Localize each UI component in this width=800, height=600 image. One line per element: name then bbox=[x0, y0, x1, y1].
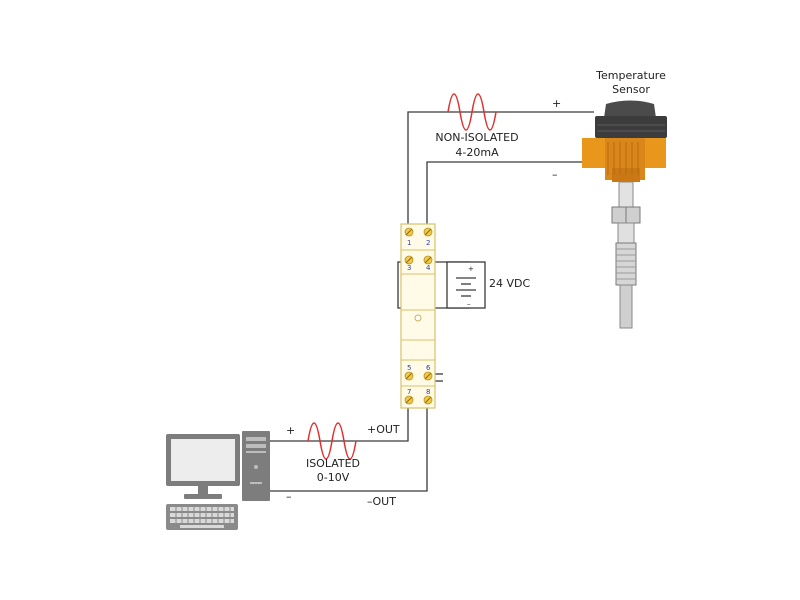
output-noise-icon bbox=[307, 422, 357, 460]
terminal-8 bbox=[423, 395, 433, 405]
output-plus-sign: + bbox=[286, 424, 295, 437]
output-loop-type: ISOLATED bbox=[306, 457, 360, 470]
sensor-head bbox=[604, 100, 656, 118]
signal-isolator-module: 1 2 3 4 5 6 7 8 bbox=[400, 223, 436, 409]
battery-minus-sign: – bbox=[467, 300, 471, 308]
output-minus-label: –OUT bbox=[367, 495, 396, 508]
terminal-number-2: 2 bbox=[426, 239, 430, 247]
temperature-sensor: Temperature Sensor bbox=[582, 69, 667, 329]
power-supply: + – 24 VDC bbox=[446, 261, 530, 309]
terminal-number-6: 6 bbox=[426, 364, 431, 372]
terminal-number-1: 1 bbox=[407, 239, 411, 247]
terminal-number-5: 5 bbox=[407, 364, 411, 372]
terminal-number-7: 7 bbox=[407, 388, 411, 396]
terminal-6 bbox=[423, 371, 433, 381]
sensor-label-line2: Sensor bbox=[612, 83, 650, 96]
battery-plus-sign: + bbox=[468, 265, 474, 273]
output-plus-label: +OUT bbox=[367, 423, 400, 436]
monitor-screen bbox=[171, 439, 235, 481]
sensor-stem bbox=[618, 181, 634, 209]
output-minus-wire bbox=[270, 398, 428, 492]
battery-box bbox=[446, 261, 486, 309]
input-noise-icon bbox=[447, 93, 497, 131]
module-led bbox=[414, 314, 422, 322]
input-loop-type: NON-ISOLATED bbox=[435, 131, 518, 144]
input-minus-sign: – bbox=[552, 168, 558, 181]
power-label: 24 VDC bbox=[489, 277, 530, 290]
terminal-4 bbox=[423, 255, 433, 265]
input-loop-range: 4-20mA bbox=[455, 146, 499, 159]
terminal-1 bbox=[404, 227, 414, 237]
terminal-2 bbox=[423, 227, 433, 237]
output-loop-range: 0-10V bbox=[317, 471, 350, 484]
sensor-head-body bbox=[595, 116, 667, 138]
terminal-number-8: 8 bbox=[426, 388, 430, 396]
terminal-3 bbox=[404, 255, 414, 265]
sensor-label-line1: Temperature bbox=[595, 69, 666, 82]
output-minus-sign: – bbox=[286, 490, 292, 503]
terminal-7 bbox=[404, 395, 414, 405]
sensor-probe bbox=[619, 284, 633, 329]
sensor-minus-wire bbox=[426, 161, 594, 232]
terminal-number-3: 3 bbox=[407, 264, 411, 272]
terminal-5 bbox=[404, 371, 414, 381]
input-plus-sign: + bbox=[552, 97, 561, 110]
monitor-stand bbox=[198, 486, 208, 494]
sensor-plus-wire bbox=[407, 111, 594, 232]
terminal-number-4: 4 bbox=[426, 264, 431, 272]
output-plus-wire bbox=[270, 398, 409, 442]
computer bbox=[166, 431, 270, 530]
